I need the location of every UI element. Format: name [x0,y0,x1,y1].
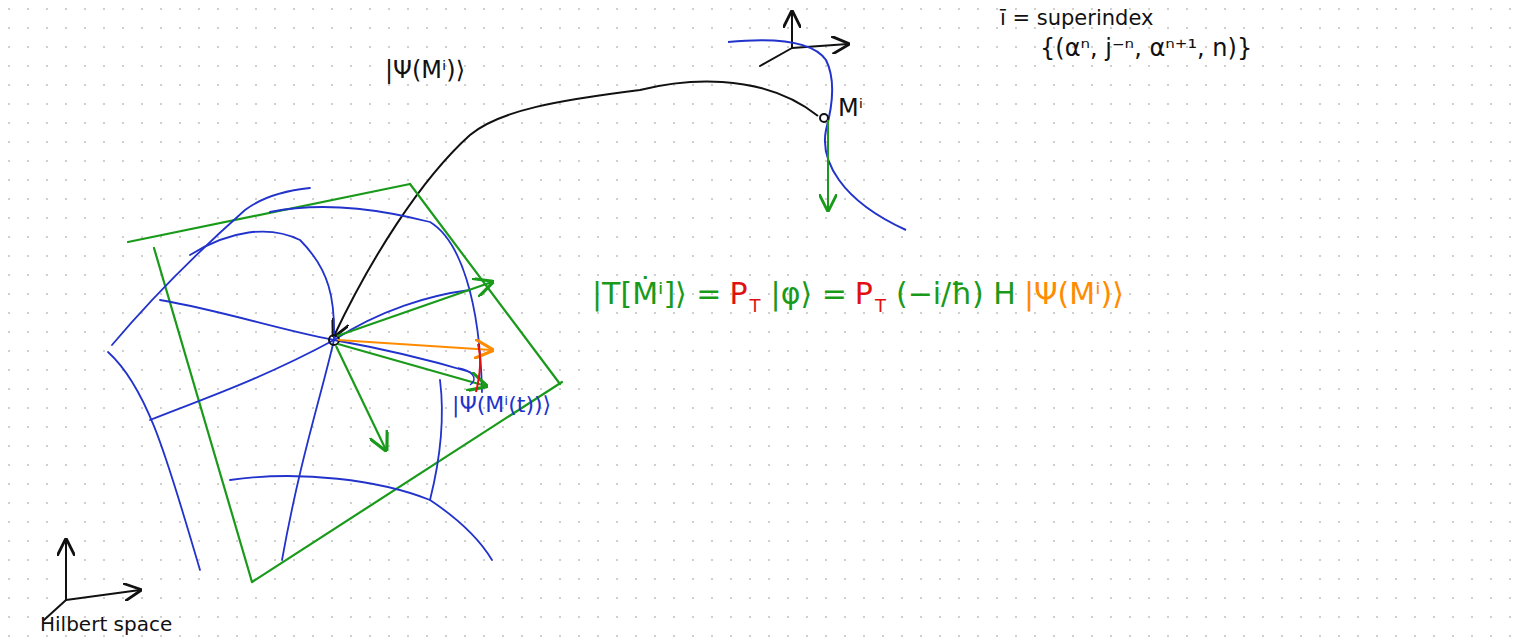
tangent-vectors [336,282,492,450]
note: ī = superindex [1000,6,1153,31]
state-term: |φ⟩ = [771,276,847,311]
projector-subscript: T [875,295,886,316]
axis-line [760,48,792,66]
projector: P [729,276,747,311]
tangent-vector [336,346,386,450]
parameter-curve [728,40,906,230]
mesh-line [160,300,470,372]
map-arrow [334,82,818,336]
leader-line [458,368,474,385]
axis-line [65,540,67,600]
tangent-state: |T[Ṁⁱ]⟩ = [592,276,721,311]
parameter-label: Mⁱ [838,94,863,123]
mesh-line [282,340,334,560]
equation: |T[Ṁⁱ]⟩ =PT|φ⟩ =PT(−i/ħ) H|Ψ(Mⁱ)⟩ [592,276,1132,317]
tangent-vector [337,282,492,336]
mesh-line [108,352,200,570]
tangent-plane [128,184,562,582]
plane-edge [128,184,410,242]
axis-line [66,590,140,600]
tangent-vector [338,344,486,386]
parameter-axes [760,12,848,66]
projection-mark [476,344,480,392]
projector-subscript: T [750,295,761,316]
state-term: |Ψ(Mⁱ)⟩ [1024,276,1124,311]
mesh-line [230,476,492,560]
mesh-line [430,380,442,500]
state-label: |Ψ(Mⁱ)⟩ [385,56,465,85]
mesh-line [150,340,334,420]
space-label: Hilbert space [40,612,172,636]
mesh-line [270,207,482,392]
velocity-arrow [827,120,829,210]
projector: P [855,276,873,311]
mesh-line [112,188,310,345]
plane-edge [154,248,252,582]
point [820,114,828,122]
manifold-mesh [108,188,492,570]
index-set: {(αⁿ, j⁻ⁿ, αⁿ⁺¹, n)} [1040,34,1252,63]
curve-label: |Ψ(Mⁱ(t))⟩ [452,392,551,418]
hamiltonian-term: (−i/ħ) H [896,276,1016,311]
hilbert-axes [44,540,140,620]
evolution-vector [338,340,492,350]
